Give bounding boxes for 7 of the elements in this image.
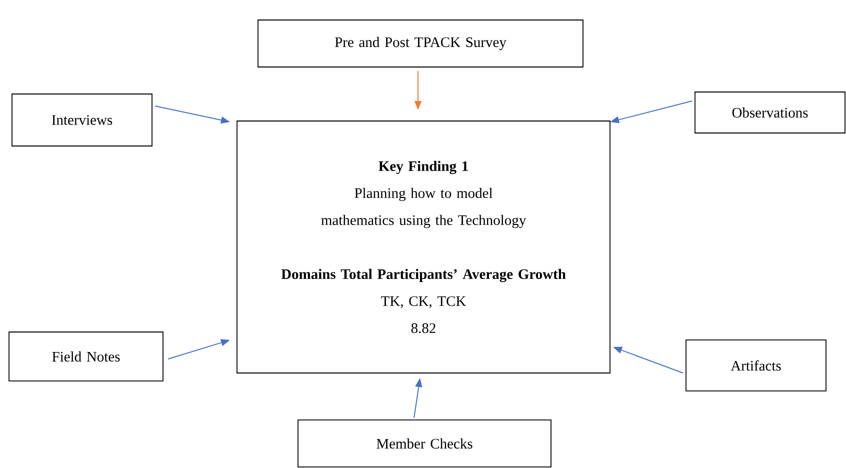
source-box: Artifacts <box>686 340 826 392</box>
source-box: Observations <box>694 92 846 134</box>
source-box: Pre and Post TPACK Survey <box>258 20 584 68</box>
source-box: Field Notes <box>8 332 164 382</box>
source-box: Interviews <box>12 94 152 146</box>
source-box: Member Checks <box>298 420 552 468</box>
finding-box: Key Finding 1 Planning how to model mathematics using the Technology Domains Total Participants’ Average Growth TK, CK, TCK 8.82 <box>236 120 610 374</box>
